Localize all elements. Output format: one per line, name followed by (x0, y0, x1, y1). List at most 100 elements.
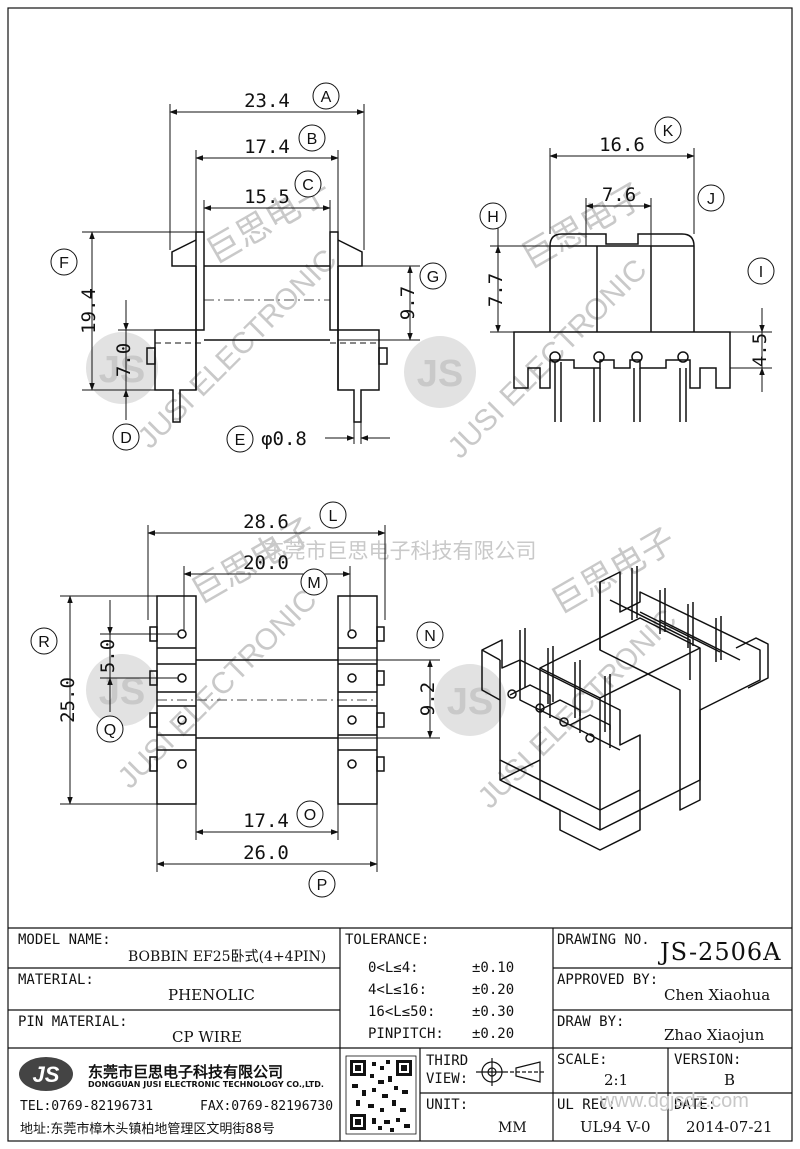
watermark-logo: JS (86, 332, 158, 404)
callout-j: J (697, 184, 725, 212)
dim-l: 28.6 (243, 511, 289, 533)
draw-by-label: DRAW BY: (557, 1014, 625, 1030)
approved-by: Chen Xiaohua (664, 986, 771, 1004)
side-view-top (549, 233, 695, 332)
watermark-logo-text: JS (99, 349, 145, 391)
svg-text:K: K (663, 123, 674, 140)
dim-a: 23.4 (244, 90, 290, 112)
callout-o: O (296, 800, 324, 828)
svg-text:L: L (329, 508, 338, 525)
callout-n: N (416, 621, 444, 649)
front-view-right-flange (329, 231, 380, 423)
dim-d: 7.0 (113, 343, 135, 377)
isometric-view (481, 566, 769, 851)
svg-text:A: A (321, 89, 332, 106)
qr-code (345, 1055, 417, 1135)
tolerance-range: PINPITCH: (368, 1026, 444, 1042)
svg-text:O: O (304, 807, 316, 824)
svg-text:P: P (317, 877, 328, 894)
callout-c: C (294, 170, 322, 198)
date-label: DATE: (674, 1097, 717, 1113)
dim-b: 17.4 (244, 136, 290, 158)
callout-d: D (112, 423, 140, 451)
svg-text:C: C (302, 177, 314, 194)
material-label: MATERIAL: (18, 972, 94, 988)
tolerance-range: 0<L≤4: (368, 960, 419, 976)
dim-k: 16.6 (599, 134, 645, 156)
side-view (513, 233, 731, 422)
dim-n: 9.2 (417, 682, 439, 716)
dim-h: 7.7 (485, 273, 507, 307)
watermark-layer: JS JS JS JS JUSI ELECTRONIC JUSI ELECTRO… (86, 171, 684, 815)
watermark-logo: JS (434, 664, 506, 736)
company-logo-text: JS (33, 1062, 60, 1087)
callout-letters: A B C D E F G H I J K L M N O P Q R (30, 82, 775, 898)
svg-text:N: N (424, 628, 436, 645)
callout-m: M (300, 568, 328, 596)
callout-l: L (319, 501, 347, 529)
unit: MM (498, 1120, 527, 1136)
tolerance-range: 4<L≤16: (368, 982, 428, 998)
svg-text:E: E (235, 432, 246, 449)
pin-material: CP WIRE (172, 1028, 242, 1046)
company-address: 地址:东莞市樟木头镇柏地管理区文明街88号 (20, 1122, 275, 1137)
version: B (724, 1071, 736, 1089)
dim-g: 9.7 (397, 286, 419, 320)
dim-c: 15.5 (244, 186, 290, 208)
scale-label: SCALE: (557, 1052, 608, 1068)
tolerance-label: TOLERANCE: (345, 932, 430, 948)
dim-i: 4.5 (749, 333, 771, 367)
svg-text:I: I (759, 264, 763, 281)
svg-text:B: B (307, 131, 318, 148)
scale: 2:1 (604, 1071, 629, 1089)
dim-f: 19.4 (78, 288, 100, 334)
website-watermark: www.dgjsdz.com (600, 1090, 749, 1112)
callout-e: E (226, 425, 254, 453)
front-view-dimensions (82, 104, 420, 444)
watermark-logo-text: JS (447, 681, 493, 723)
third-view-label: THIRD VIEW: (426, 1053, 469, 1087)
svg-text:F: F (59, 255, 69, 272)
svg-text:J: J (707, 191, 715, 208)
company-logo: JS (19, 1057, 73, 1091)
svg-text:G: G (427, 269, 439, 286)
callout-a: A (312, 82, 340, 110)
iso-back-flange (599, 571, 761, 811)
side-view-dimensions (490, 148, 772, 392)
date: 2014-07-21 (686, 1118, 773, 1136)
front-view (146, 231, 388, 423)
watermark-logo: JS (404, 336, 476, 408)
callout-b: B (298, 124, 326, 152)
callout-k: K (654, 116, 682, 144)
dim-o: 17.4 (243, 810, 289, 832)
title-block-grid (8, 927, 792, 1141)
company-name-en: DONGGUAN JUSI ELECTRONIC TECHNOLOGY CO.,… (88, 1080, 324, 1089)
unit-label: UNIT: (426, 1097, 469, 1113)
dim-e: φ0.8 (261, 428, 307, 450)
third-angle-projection-icon (476, 1058, 546, 1086)
svg-text:M: M (307, 575, 320, 592)
company-fax: FAX:0769-82196730 (200, 1099, 334, 1114)
callout-r: R (30, 627, 58, 655)
front-view-right-fin (337, 239, 363, 267)
pin-material-label: PIN MATERIAL: (18, 1014, 128, 1030)
dim-m: 20.0 (243, 552, 289, 574)
dim-j: 7.6 (602, 184, 636, 206)
company-name-cn: 东莞市巨思电子科技有限公司 (88, 1063, 284, 1081)
watermark-logo: JS (86, 654, 158, 726)
tolerance-value: ±0.30 (472, 1004, 515, 1020)
callout-g: G (419, 262, 447, 290)
svg-text:D: D (120, 430, 132, 447)
front-view-left-fin (171, 239, 197, 267)
side-view-base (513, 331, 731, 389)
material: PHENOLIC (168, 986, 255, 1004)
drawing-no-label: DRAWING NO. (557, 932, 650, 948)
watermark-logo-text: JS (99, 671, 145, 713)
dim-p: 26.0 (243, 842, 289, 864)
ul-rec-label: UL REC: (557, 1097, 617, 1113)
tolerance-value: ±0.20 (472, 982, 515, 998)
callout-i: I (747, 257, 775, 285)
callout-h: H (479, 202, 507, 230)
drawing-no: JS-2506A (660, 938, 782, 966)
tolerance-value: ±0.10 (472, 960, 515, 976)
